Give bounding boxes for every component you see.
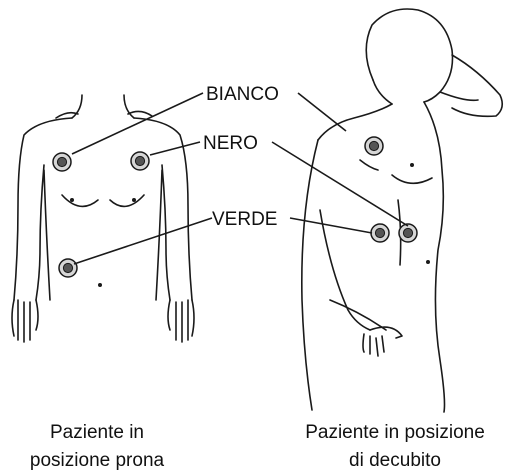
- electrode-icon: [371, 224, 389, 242]
- electrode-icon: [53, 153, 71, 171]
- caption-decubitus-line1: Paziente in posizione: [305, 422, 485, 443]
- side-body-figure: [302, 9, 502, 412]
- caption-prone-line1: Paziente in: [50, 422, 144, 443]
- label-nero: NERO: [203, 133, 258, 154]
- leader-lines: [72, 93, 408, 264]
- front-torso-figure: [12, 95, 194, 342]
- electrode-icon: [365, 137, 383, 155]
- electrode-icon: [131, 152, 149, 170]
- caption-prone-line2: posizione prona: [30, 450, 165, 471]
- label-bianco: BIANCO: [206, 84, 279, 105]
- electrode-icon: [59, 259, 77, 277]
- electrode-icon: [399, 224, 417, 242]
- electrodes: [53, 137, 417, 277]
- label-verde: VERDE: [212, 209, 277, 230]
- caption-decubitus-line2: di decubito: [349, 450, 441, 471]
